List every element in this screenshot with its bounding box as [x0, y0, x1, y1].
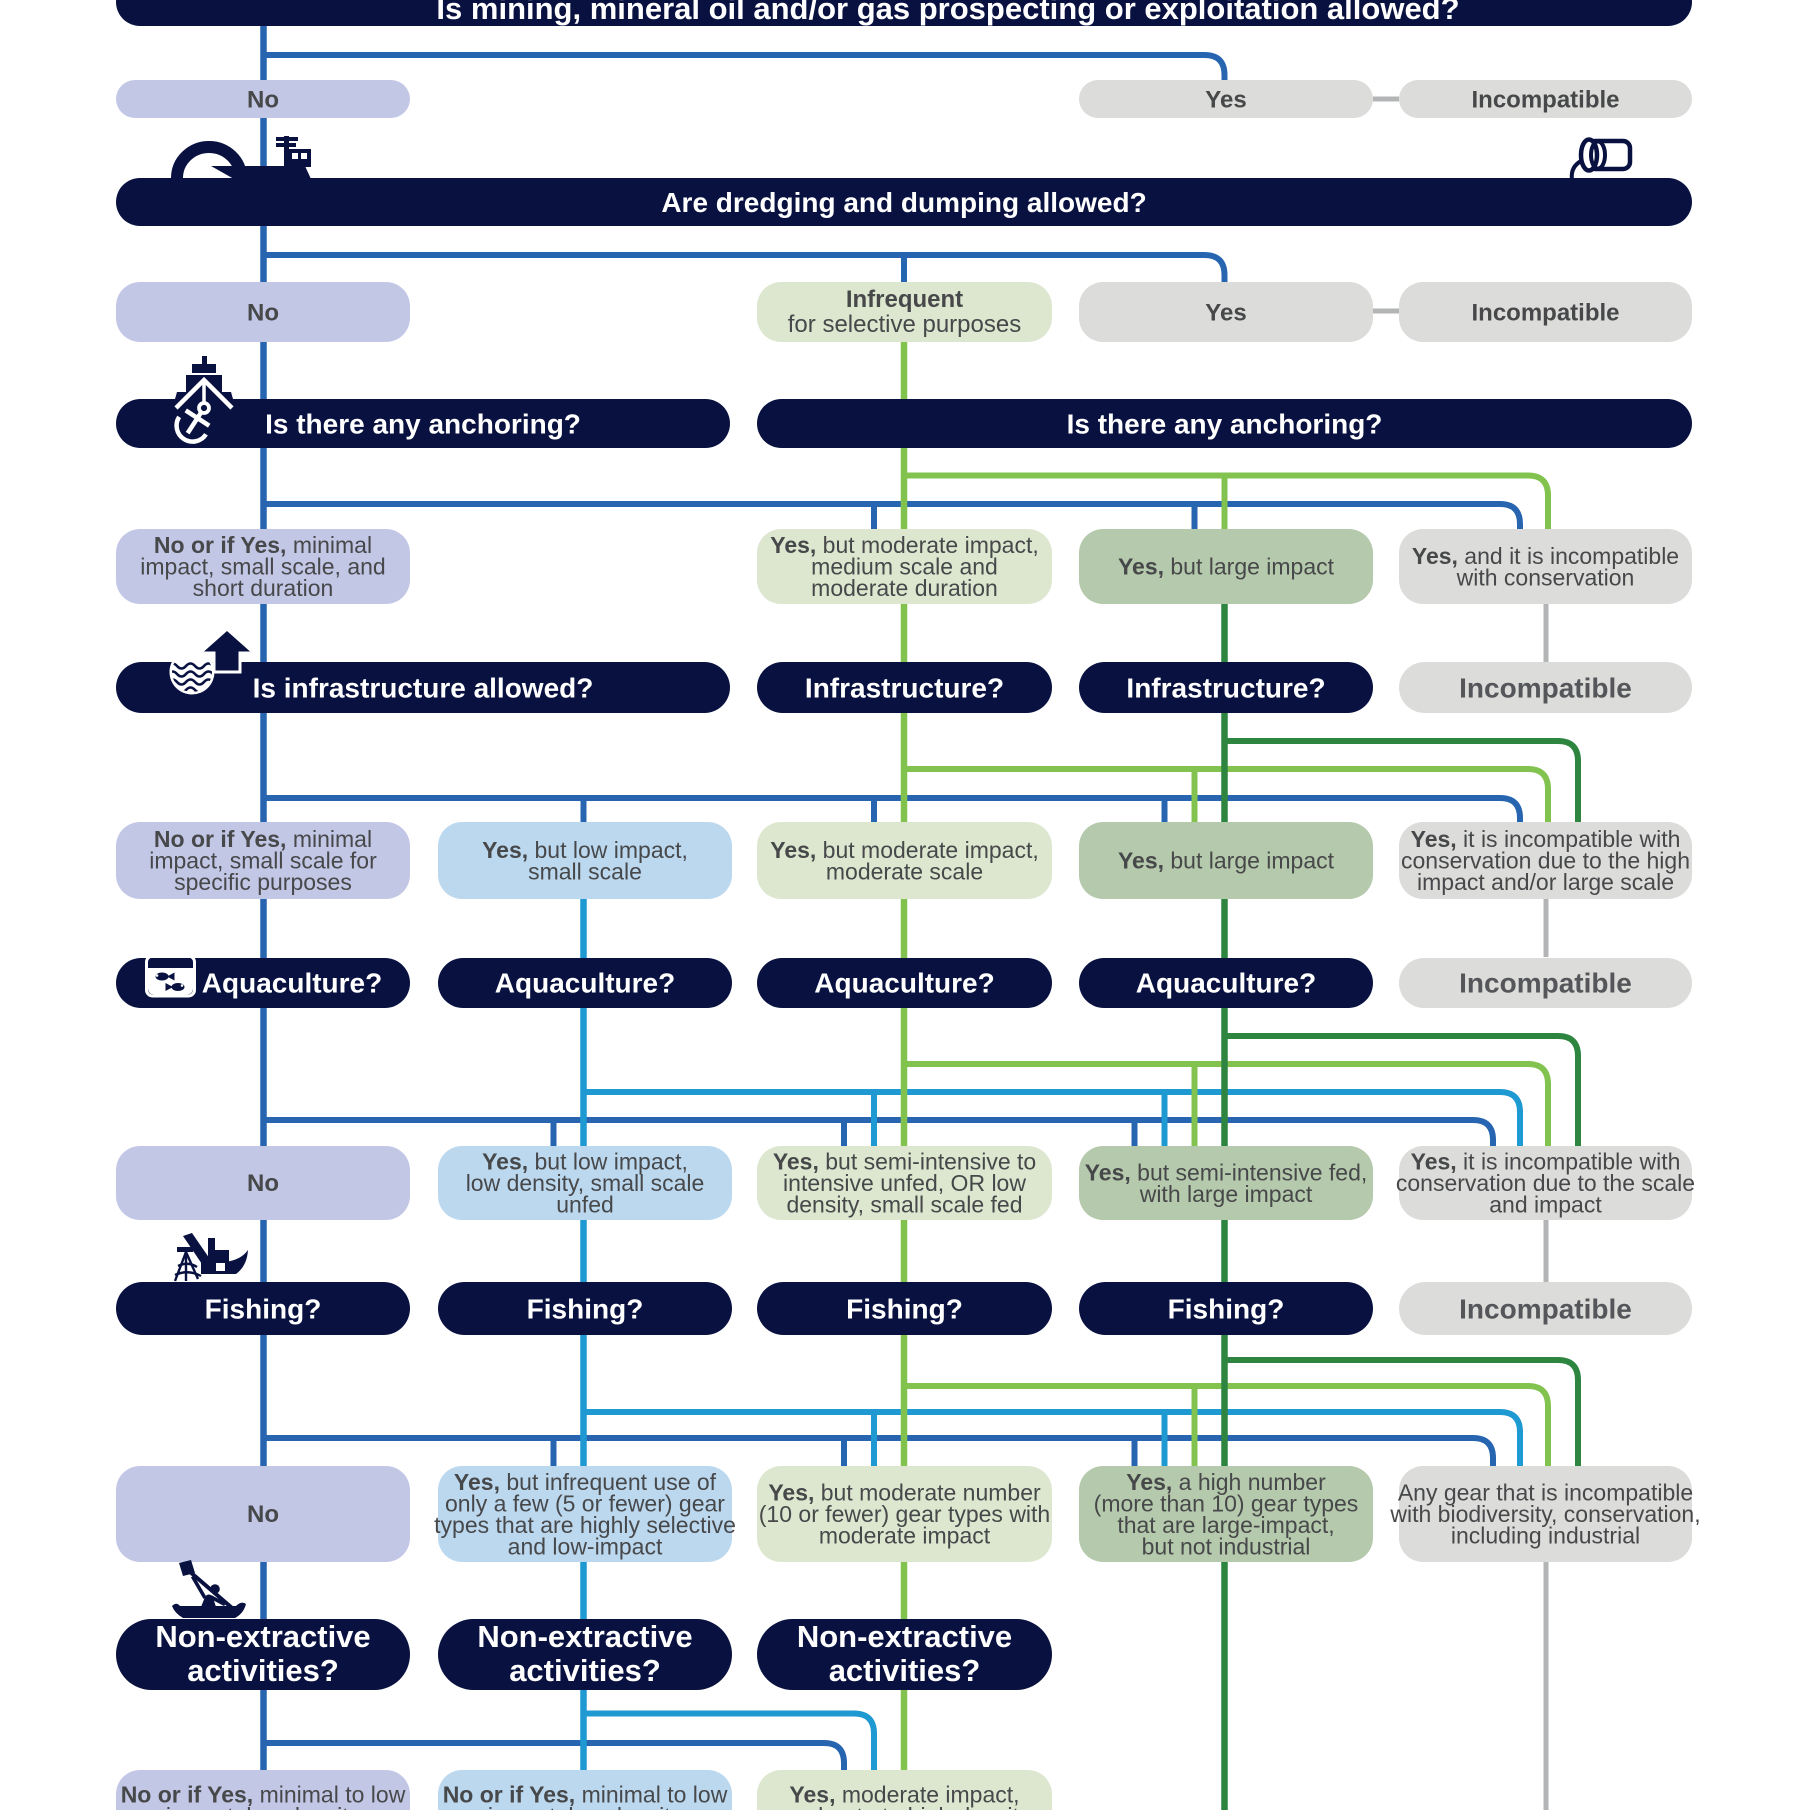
svg-text:Fishing?: Fishing? [1168, 1294, 1285, 1325]
svg-text:Yes, but moderate impact,: Yes, but moderate impact, [770, 837, 1039, 863]
svg-text:Is infrastructure allowed?: Is infrastructure allowed? [253, 673, 594, 704]
svg-text:Yes, and it is incompatible: Yes, and it is incompatible [1412, 543, 1679, 569]
svg-text:impact and/or large scale: impact and/or large scale [1417, 869, 1674, 895]
svg-text:Yes, but large impact: Yes, but large impact [1118, 848, 1335, 874]
svg-text:moderate to high density: moderate to high density [779, 1803, 1031, 1810]
svg-text:Yes, it is incompatible with: Yes, it is incompatible with [1411, 826, 1681, 852]
svg-text:impact, small scale, and: impact, small scale, and [140, 554, 385, 580]
svg-text:Aquaculture?: Aquaculture? [1136, 968, 1316, 999]
svg-text:density, small scale fed: density, small scale fed [786, 1192, 1022, 1218]
svg-text:conservation due to the scale: conservation due to the scale [1396, 1170, 1695, 1196]
svg-text:Is there any anchoring?: Is there any anchoring? [265, 409, 581, 440]
svg-text:Incompatible: Incompatible [1459, 968, 1632, 999]
svg-text:Aquaculture?: Aquaculture? [495, 968, 675, 999]
svg-text:activities?: activities? [509, 1653, 661, 1688]
svg-text:Fishing?: Fishing? [846, 1294, 963, 1325]
svg-text:Yes, but large impact: Yes, but large impact [1118, 554, 1335, 580]
svg-text:Incompatible: Incompatible [1471, 300, 1619, 327]
svg-text:No: No [247, 1170, 279, 1197]
svg-text:Aquaculture?: Aquaculture? [202, 968, 382, 999]
svg-text:Yes, but infrequent use of: Yes, but infrequent use of [454, 1469, 717, 1495]
svg-text:No: No [247, 1501, 279, 1528]
svg-text:No: No [247, 87, 279, 114]
svg-text:Yes, but low impact,: Yes, but low impact, [482, 837, 688, 863]
svg-text:intensive unfed, OR low: intensive unfed, OR low [783, 1170, 1026, 1196]
svg-text:and low-impact: and low-impact [508, 1533, 663, 1559]
svg-text:Incompatible: Incompatible [1459, 1294, 1632, 1325]
svg-text:Yes: Yes [1205, 87, 1246, 114]
svg-text:with biodiversity, conservatio: with biodiversity, conservation, [1389, 1501, 1700, 1527]
svg-text:No or if Yes, minimal to low: No or if Yes, minimal to low [443, 1781, 728, 1807]
svg-text:Yes, a high number: Yes, a high number [1126, 1469, 1326, 1495]
svg-text:No or if Yes, minimal: No or if Yes, minimal [154, 532, 372, 558]
svg-text:impact, low density: impact, low density [166, 1803, 361, 1810]
svg-text:moderate scale: moderate scale [826, 858, 983, 884]
svg-text:Yes: Yes [1205, 300, 1246, 327]
svg-text:Non-extractive: Non-extractive [797, 1619, 1012, 1654]
svg-text:Non-extractive: Non-extractive [155, 1619, 370, 1654]
svg-text:Yes, but low impact,: Yes, but low impact, [482, 1149, 688, 1175]
svg-text:Yes, but moderate number: Yes, but moderate number [768, 1480, 1041, 1506]
svg-text:Yes, moderate impact,: Yes, moderate impact, [789, 1781, 1019, 1807]
svg-text:Aquaculture?: Aquaculture? [814, 968, 994, 999]
svg-text:for selective purposes: for selective purposes [788, 311, 1021, 338]
svg-text:activities?: activities? [829, 1653, 981, 1688]
svg-text:Yes, but semi-intensive fed,: Yes, but semi-intensive fed, [1085, 1159, 1368, 1185]
svg-text:and impact: and impact [1489, 1192, 1602, 1218]
svg-text:Any gear that is incompatible: Any gear that is incompatible [1398, 1480, 1693, 1506]
svg-text:including industrial: including industrial [1451, 1523, 1640, 1549]
svg-text:Yes, but moderate impact,: Yes, but moderate impact, [770, 532, 1039, 558]
svg-text:Infrastructure?: Infrastructure? [1126, 673, 1325, 704]
svg-text:unfed: unfed [556, 1192, 614, 1218]
svg-text:Incompatible: Incompatible [1471, 87, 1619, 114]
svg-text:Non-extractive: Non-extractive [477, 1619, 692, 1654]
svg-text:Incompatible: Incompatible [1459, 673, 1632, 704]
svg-text:(10 or fewer) gear types with: (10 or fewer) gear types with [759, 1501, 1050, 1527]
svg-text:types that are highly selectiv: types that are highly selective [434, 1512, 736, 1538]
svg-text:Yes, but semi-intensive to: Yes, but semi-intensive to [773, 1149, 1036, 1175]
svg-text:Infrastructure?: Infrastructure? [805, 673, 1004, 704]
svg-text:No or if Yes, minimal to low: No or if Yes, minimal to low [121, 1781, 406, 1807]
svg-text:impact, low density: impact, low density [488, 1803, 683, 1810]
svg-text:with conservation: with conservation [1456, 564, 1635, 590]
svg-text:short duration: short duration [193, 575, 334, 601]
svg-text:that are large-impact,: that are large-impact, [1117, 1512, 1334, 1538]
svg-text:only a few (5 or fewer) gear: only a few (5 or fewer) gear [445, 1490, 725, 1516]
svg-text:No: No [247, 300, 279, 327]
svg-text:with large impact: with large impact [1139, 1181, 1313, 1207]
svg-text:medium scale and: medium scale and [811, 554, 998, 580]
svg-text:conservation due to the high: conservation due to the high [1401, 848, 1690, 874]
svg-text:impact, small scale for: impact, small scale for [149, 848, 377, 874]
svg-text:(more than 10) gear types: (more than 10) gear types [1094, 1490, 1359, 1516]
svg-text:activities?: activities? [187, 1653, 339, 1688]
svg-text:moderate duration: moderate duration [811, 575, 998, 601]
svg-text:No or if Yes, minimal: No or if Yes, minimal [154, 826, 372, 852]
svg-text:specific purposes: specific purposes [174, 869, 352, 895]
svg-text:low density, small scale: low density, small scale [466, 1170, 705, 1196]
svg-text:small scale: small scale [528, 858, 642, 884]
svg-text:Is mining, mineral oil and/or: Is mining, mineral oil and/or gas prospe… [436, 0, 1459, 26]
svg-text:but not industrial: but not industrial [1142, 1533, 1311, 1559]
svg-text:Fishing?: Fishing? [527, 1294, 644, 1325]
svg-text:moderate impact: moderate impact [819, 1523, 991, 1549]
svg-text:Are dredging and dumping allow: Are dredging and dumping allowed? [661, 187, 1146, 218]
svg-text:Is there any anchoring?: Is there any anchoring? [1067, 409, 1383, 440]
svg-text:Yes, it is incompatible with: Yes, it is incompatible with [1411, 1149, 1681, 1175]
svg-text:Fishing?: Fishing? [205, 1294, 322, 1325]
svg-text:Infrequent: Infrequent [846, 286, 963, 313]
